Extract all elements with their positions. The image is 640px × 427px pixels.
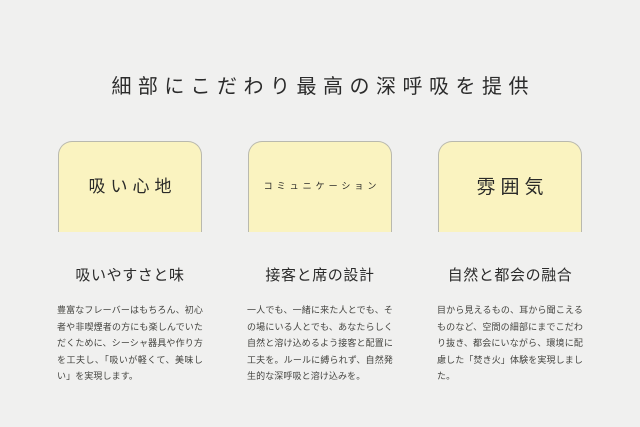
feature-column-2: コミュニケーション 接客と席の設計 一人でも、一緒に来た人とでも、その場にいる人… bbox=[247, 141, 393, 386]
feature-body-2: 一人でも、一緒に来た人とでも、その場にいる人とでも、あなたらしく自然と溶け込める… bbox=[247, 306, 393, 382]
feature-card-2: コミュニケーション bbox=[248, 141, 392, 232]
feature-card-1: 吸い心地 bbox=[58, 141, 202, 232]
feature-card-3: 雰囲気 bbox=[438, 141, 582, 232]
feature-heading-2: 接客と席の設計 bbox=[265, 266, 375, 284]
feature-column-3: 雰囲気 自然と都会の融合 目から見えるもの、耳から聞こえるものなど、空間の細部に… bbox=[437, 141, 583, 386]
feature-heading-1: 吸いやすさと味 bbox=[75, 266, 185, 284]
feature-card-label-3: 雰囲気 bbox=[476, 175, 549, 198]
feature-columns: 吸い心地 吸いやすさと味 豊富なフレーバーはもちろん、初心者や非喫煙者の方にも楽… bbox=[0, 141, 640, 386]
feature-card-label-1: 吸い心地 bbox=[88, 176, 177, 197]
page-title: 細部にこだわり最高の深呼吸を提供 bbox=[111, 74, 536, 99]
feature-body-3: 目から見えるもの、耳から聞こえるものなど、空間の細部にまでこだわり抜き、都会にい… bbox=[437, 306, 583, 382]
feature-body-1: 豊富なフレーバーはもちろん、初心者や非喫煙者の方にも楽しんでいただくために、シー… bbox=[57, 306, 203, 382]
feature-heading-3: 自然と都会の融合 bbox=[447, 266, 573, 284]
feature-column-1: 吸い心地 吸いやすさと味 豊富なフレーバーはもちろん、初心者や非喫煙者の方にも楽… bbox=[57, 141, 203, 386]
feature-card-label-2: コミュニケーション bbox=[263, 181, 381, 192]
